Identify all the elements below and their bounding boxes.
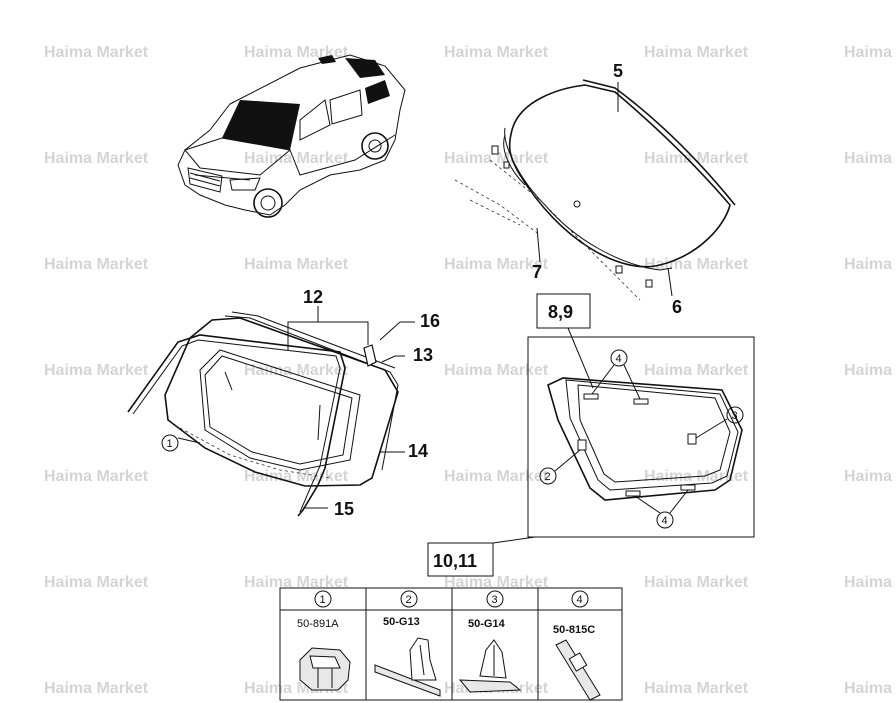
circled-1-label: 1: [167, 438, 173, 450]
watermark: Haima Market: [44, 44, 149, 61]
watermark: Haima Market: [444, 574, 549, 591]
legend-code-1: 50-891A: [297, 618, 339, 630]
clip-4-icon: [555, 639, 601, 701]
watermark: Haima Market: [844, 574, 896, 591]
watermark: Haima Market: [844, 468, 896, 485]
circled-4-bottom-label: 4: [662, 515, 668, 527]
watermark: Haima Market: [644, 44, 749, 61]
legend-header-2: 2: [406, 594, 412, 606]
callout-12: 12: [303, 287, 323, 307]
watermark: Haima Market: [244, 256, 349, 273]
car-illustration: [177, 54, 406, 218]
watermark: Haima Market: [844, 680, 896, 697]
callout-7: 7: [532, 262, 542, 282]
watermark: Haima Market: [644, 150, 749, 167]
watermark: Haima Market: [444, 468, 549, 485]
clip-2-icon: [374, 637, 441, 697]
circled-4-top-label: 4: [616, 353, 622, 365]
callout-14: 14: [408, 441, 428, 461]
watermark: Haima Market: [444, 362, 549, 379]
watermark: Haima Market: [44, 362, 149, 379]
quarter-glass-detail: 8,9 4 3 2 4 10,11: [427, 293, 755, 577]
watermark-layer: Haima Market Haima Market Haima Market H…: [44, 44, 896, 697]
watermark: Haima Market: [44, 256, 149, 273]
legend-header-1: 1: [320, 594, 326, 606]
watermark: Haima Market: [444, 256, 549, 273]
clip-1-icon: [299, 647, 351, 691]
watermark: Haima Market: [444, 150, 549, 167]
watermark: Haima Market: [44, 150, 149, 167]
legend-table: 1 2 3 4 50-891A 50-G13 50-G14 50-815C: [279, 587, 623, 701]
watermark: Haima Market: [844, 362, 896, 379]
legend-code-4: 50-815C: [553, 624, 595, 636]
legend-header-3: 3: [492, 594, 498, 606]
watermark: Haima Market: [644, 574, 749, 591]
watermark: Haima Market: [644, 680, 749, 697]
watermark: Haima Market: [44, 574, 149, 591]
watermark: Haima Market: [244, 150, 349, 167]
callout-15: 15: [334, 499, 354, 519]
circled-3-label: 3: [732, 410, 738, 422]
callout-13: 13: [413, 345, 433, 365]
watermark: Haima Market: [244, 362, 349, 379]
circled-2-label: 2: [545, 471, 551, 483]
watermark: Haima Market: [44, 468, 149, 485]
clip-3-icon: [458, 639, 522, 693]
legend-code-3: 50-G14: [468, 618, 506, 630]
watermark: Haima Market: [44, 680, 149, 697]
watermark: Haima Market: [844, 256, 896, 273]
watermark: Haima Market: [244, 44, 349, 61]
windshield-assembly: 1 12 16 13 14 15: [127, 287, 440, 519]
callout-8-9: 8,9: [548, 302, 573, 322]
legend-code-2: 50-G13: [383, 616, 420, 628]
callout-6: 6: [672, 297, 682, 317]
callout-5: 5: [613, 61, 623, 81]
rear-glass-assembly: 5 7 6: [454, 61, 736, 317]
watermark: Haima Market: [844, 150, 896, 167]
watermark: Haima Market: [444, 44, 549, 61]
watermark: Haima Market: [244, 468, 349, 485]
callout-10-11: 10,11: [433, 551, 477, 571]
callout-16: 16: [420, 311, 440, 331]
watermark: Haima Market: [644, 362, 749, 379]
watermark: Haima Market: [844, 44, 896, 61]
watermark: Haima Market: [244, 574, 349, 591]
legend-header-4: 4: [577, 594, 583, 606]
